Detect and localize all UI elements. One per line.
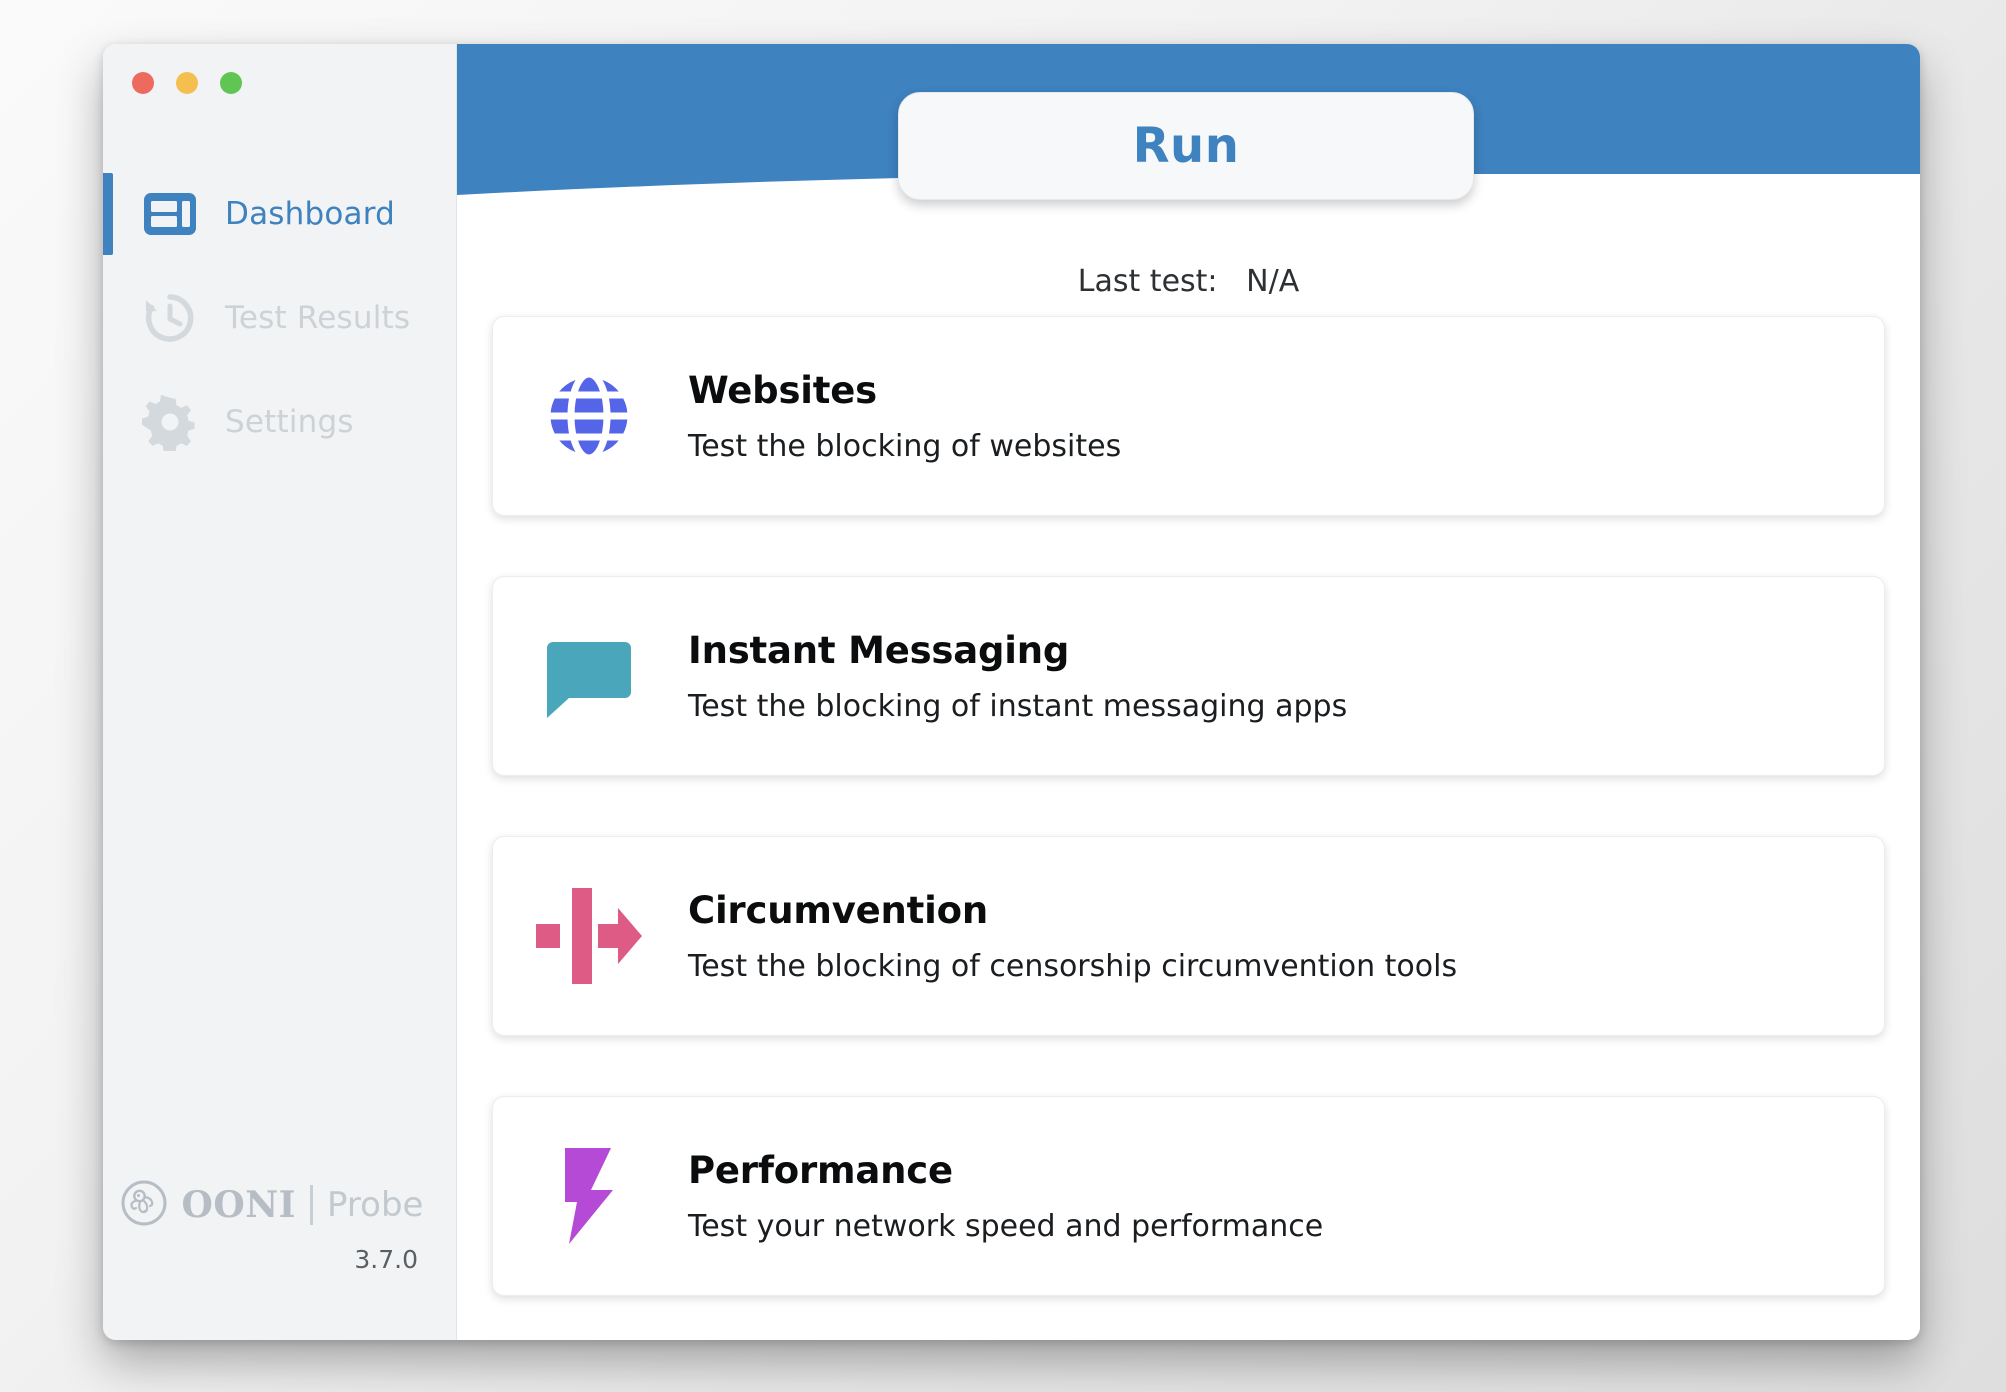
card-title: Circumvention <box>688 888 988 932</box>
run-button-label: Run <box>1132 118 1240 174</box>
last-test-label: Last test: <box>1077 264 1218 299</box>
speech-bubble-icon <box>530 626 648 726</box>
ooni-product-text: Probe <box>327 1185 424 1225</box>
test-card-instant-messaging[interactable]: Instant Messaging Test the blocking of i… <box>492 576 1885 776</box>
sidebar-nav: Dashboard Test Results <box>103 162 456 474</box>
card-title: Performance <box>688 1148 953 1192</box>
sidebar-item-settings[interactable]: Settings <box>103 370 456 474</box>
card-title: Websites <box>688 368 877 412</box>
sidebar-item-dashboard[interactable]: Dashboard <box>103 162 456 266</box>
zoom-window-button[interactable] <box>220 72 242 94</box>
sidebar-item-label: Dashboard <box>225 196 395 232</box>
run-button[interactable]: Run <box>898 92 1474 200</box>
sidebar-item-test-results[interactable]: Test Results <box>103 266 456 370</box>
test-card-websites[interactable]: Websites Test the blocking of websites <box>492 316 1885 516</box>
globe-icon <box>530 366 648 466</box>
arrow-through-barrier-icon <box>530 886 648 986</box>
ooni-octopus-icon <box>120 1179 168 1231</box>
minimize-window-button[interactable] <box>176 72 198 94</box>
card-title: Instant Messaging <box>688 628 1070 672</box>
close-window-button[interactable] <box>132 72 154 94</box>
last-test-status: Last test: N/A <box>457 264 1920 299</box>
sidebar: Dashboard Test Results <box>103 44 457 1340</box>
sidebar-item-label: Test Results <box>225 300 411 336</box>
last-test-value: N/A <box>1246 264 1300 299</box>
test-card-performance[interactable]: Performance Test your network speed and … <box>492 1096 1885 1296</box>
gear-icon <box>141 393 199 451</box>
main-content: Run Last test: N/A <box>457 44 1920 1340</box>
test-cards-list: Websites Test the blocking of websites I… <box>492 316 1885 1340</box>
ooni-divider <box>310 1185 313 1225</box>
app-window: Dashboard Test Results <box>103 44 1920 1340</box>
ooni-probe-footer: OONI Probe 3.7.0 <box>103 1179 456 1274</box>
test-card-circumvention[interactable]: Circumvention Test the blocking of censo… <box>492 836 1885 1036</box>
window-traffic-lights <box>132 72 242 94</box>
history-clock-icon <box>141 289 199 347</box>
ooni-brand-text: OONI <box>181 1184 296 1226</box>
card-description: Test the blocking of instant messaging a… <box>688 688 1348 724</box>
active-indicator-bar <box>103 173 113 255</box>
dashboard-icon <box>141 185 199 243</box>
sidebar-item-label: Settings <box>225 404 354 440</box>
card-description: Test your network speed and performance <box>688 1208 1324 1244</box>
card-description: Test the blocking of websites <box>688 428 1122 464</box>
card-description: Test the blocking of censorship circumve… <box>688 948 1458 984</box>
app-version: 3.7.0 <box>354 1245 418 1274</box>
lightning-bolt-icon <box>530 1146 648 1246</box>
